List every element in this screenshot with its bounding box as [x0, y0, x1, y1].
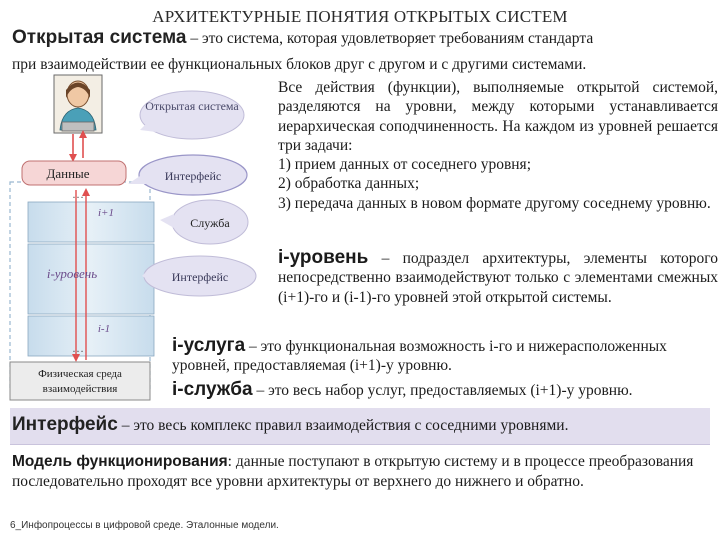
i-level-definition: i-уровень – подраздел архитектуры, элеме…	[278, 248, 718, 307]
interface-def: – это весь комплекс правил взаимодействи…	[117, 417, 569, 434]
interface-term: Интерфейс	[12, 414, 118, 435]
level-lower-band	[27, 315, 155, 357]
i-level-term: i-уровень	[278, 247, 369, 268]
person-at-computer-icon	[53, 74, 103, 134]
task-3: 3) передача данных в новом формате друго…	[278, 194, 711, 212]
level-upper-label: i+1	[98, 207, 114, 219]
i-service-def: – это функциональная возможность i-го и …	[172, 338, 667, 375]
slide-footer: 6_Инфопроцессы в цифровой среде. Эталонн…	[10, 520, 279, 531]
task-1: 1) прием данных от соседнего уровня;	[278, 156, 531, 174]
physical-env-line1: Физическая среда	[38, 368, 122, 380]
open-system-definition: Открытая система – это система, которая …	[12, 27, 593, 49]
callout-interface-top	[138, 154, 248, 196]
data-box	[21, 160, 127, 186]
architecture-diagram: Открытая система Интерфейс Служба Интерф…	[9, 74, 257, 401]
i-service2-definition: i-служба – это весь набор услуг, предост…	[172, 380, 717, 400]
i-service2-def: – это весь набор услуг, предоставляемых …	[252, 382, 633, 399]
data-box-label: Данные	[46, 166, 89, 181]
model-term: Модель функционирования	[12, 453, 228, 470]
i-service-definition: i-услуга – это функциональная возможност…	[172, 336, 717, 376]
callout-open-system	[139, 90, 245, 140]
i-service-term: i-услуга	[172, 335, 246, 356]
callout-service-text: Служба	[190, 216, 230, 230]
interface-definition: Интерфейс – это весь комплекс правил вза…	[12, 414, 568, 436]
i-service2-term: i-служба	[172, 379, 253, 400]
i-level-def: – подраздел архитектуры, элементы которо…	[278, 250, 718, 306]
callout-interface-top-text: Интерфейс	[165, 169, 222, 183]
level-upper-band	[27, 201, 155, 243]
model-def: : данные поступают в открытую систему и …	[12, 453, 694, 490]
levels-block: Все действия (функции), выполняемые откр…	[278, 78, 718, 213]
physical-env-box	[9, 361, 151, 401]
callout-open-system-line: Открытая система	[145, 99, 239, 113]
interface-band	[10, 408, 710, 445]
dots-bottom: …	[72, 341, 84, 355]
level-mid-label: i-уровень	[47, 266, 97, 281]
open-system-def-part2: при взаимодействии ее функциональных бло…	[12, 56, 587, 73]
open-system-def-part1: – это система, которая удовлетворяет тре…	[186, 30, 594, 47]
level-mid-band	[27, 243, 155, 315]
callout-interface-bottom-text: Интерфейс	[172, 270, 229, 284]
dots-top: …	[72, 187, 84, 201]
slide-title: АРХИТЕКТУРНЫЕ ПОНЯТИЯ ОТКРЫТЫХ СИСТЕМ	[152, 7, 568, 26]
model-definition: Модель функционирования: данные поступаю…	[12, 452, 712, 491]
open-system-term: Открытая система	[12, 27, 187, 48]
levels-paragraph: Все действия (функции), выполняемые откр…	[278, 79, 718, 154]
physical-env-line2: взаимодействия	[43, 383, 118, 395]
level-lower-label: i-1	[98, 323, 110, 335]
task-2: 2) обработка данных;	[278, 175, 420, 193]
